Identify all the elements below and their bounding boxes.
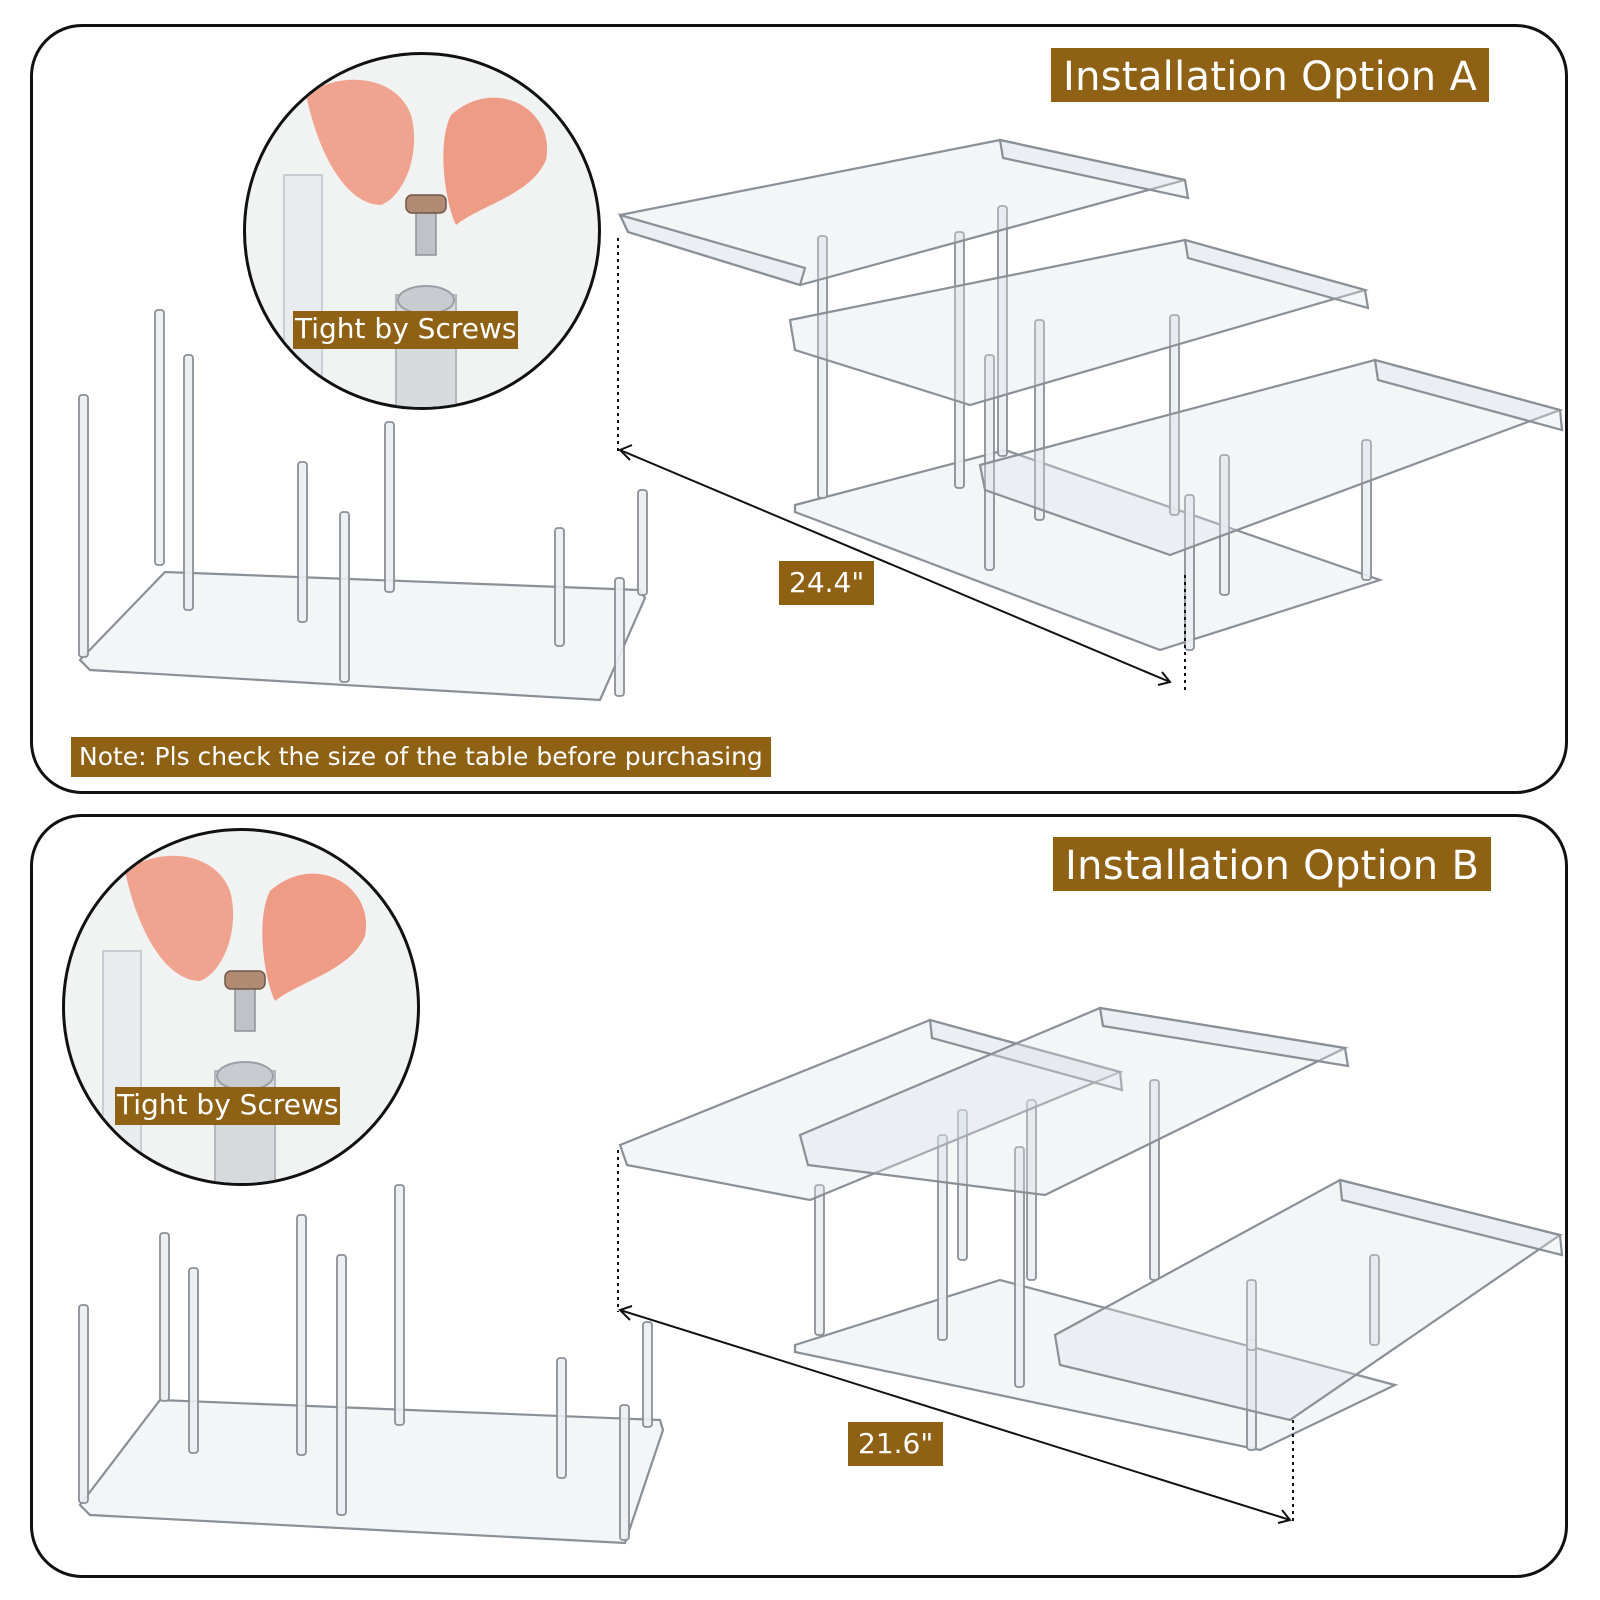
assembled-tiers-a	[617, 138, 1564, 692]
base-with-rods-a	[78, 309, 648, 702]
base-with-rods-b	[78, 1184, 665, 1545]
installation-option-a-title: Installation Option A	[1051, 48, 1490, 102]
fingers-screw-icon	[283, 79, 548, 407]
tight-by-screws-label-a: Tight by Screws	[293, 311, 519, 349]
tight-by-screws-label-b: Tight by Screws	[115, 1087, 341, 1125]
size-check-note: Note: Pls check the size of the table be…	[71, 737, 771, 777]
fingers-screw-icon	[102, 855, 367, 1183]
screw-detail-circle-b	[62, 828, 420, 1186]
screw-detail-circle-a	[243, 52, 601, 410]
assembled-tiers-b	[617, 1006, 1564, 1525]
dimension-label-a: 24.4"	[779, 561, 875, 605]
installation-option-b-title: Installation Option B	[1053, 837, 1492, 891]
dimension-label-b: 21.6"	[848, 1422, 944, 1466]
